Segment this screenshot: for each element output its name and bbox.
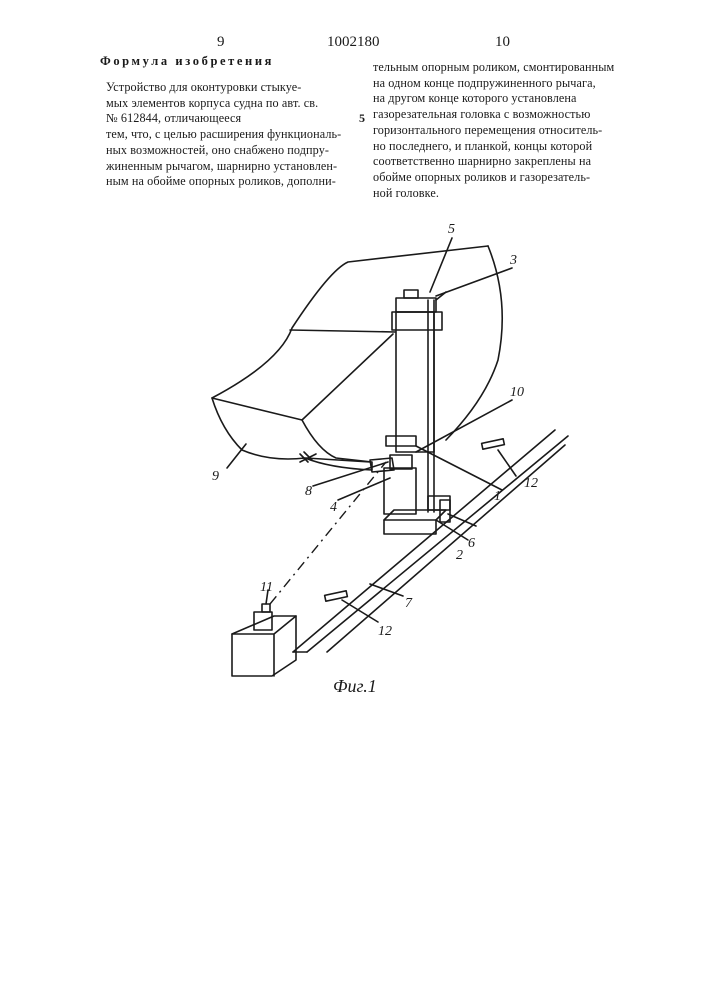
label-7: 7 — [405, 596, 412, 612]
guide-rail — [293, 430, 568, 652]
label-12-upper: 12 — [524, 476, 538, 492]
label-5: 5 — [448, 222, 455, 238]
track-marker — [325, 591, 348, 601]
hull-section — [212, 398, 372, 470]
label-8: 8 — [305, 484, 312, 500]
base-platform — [384, 520, 436, 534]
label-11: 11 — [260, 580, 273, 596]
label-4: 4 — [330, 500, 337, 516]
label-2: 2 — [456, 548, 463, 564]
figure-caption: Фиг.1 — [333, 676, 377, 697]
label-9: 9 — [212, 469, 219, 485]
track-marker — [482, 439, 505, 449]
control-unit — [232, 616, 296, 676]
label-1: 1 — [494, 489, 501, 505]
label-3: 3 — [510, 253, 517, 269]
label-6: 6 — [468, 536, 475, 552]
carriage — [384, 468, 416, 514]
label-12-lower: 12 — [378, 624, 392, 640]
label-10: 10 — [510, 385, 524, 401]
